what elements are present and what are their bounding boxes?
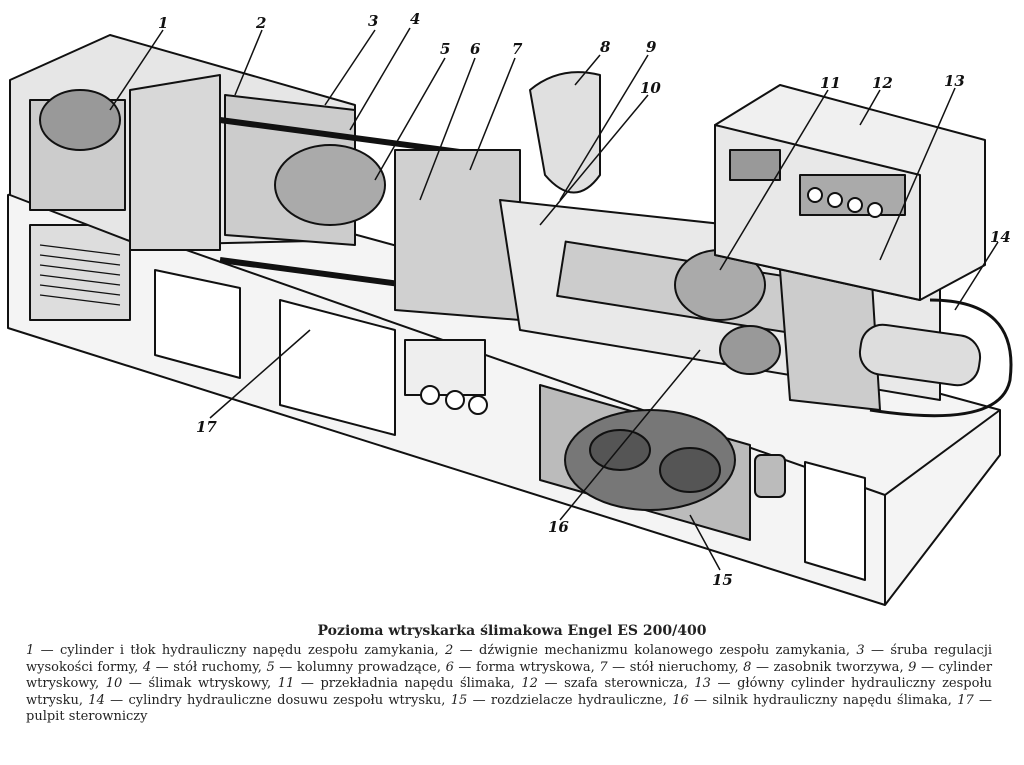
machine-drawing: 1 2 3 4 5 6 7 8 9 10 11 12 13 14 15 16 1… — [7, 10, 1013, 606]
oil-filter — [754, 454, 786, 498]
legend-text: zasobnik tworzywa — [773, 659, 900, 675]
legend-num: 2 — [445, 643, 454, 658]
legend-num: 3 — [856, 643, 865, 658]
callout-3: 3 — [368, 12, 378, 30]
caption-title: Pozioma wtryskarka ślimakowa Engel ES 20… — [317, 623, 707, 639]
legend-num: 14 — [88, 692, 105, 708]
legend-text: dźwignie mechanizmu kolanowego zespołu z… — [479, 643, 846, 658]
hopper — [529, 71, 601, 194]
legend-num: 8 — [743, 659, 752, 675]
callout-15: 15 — [712, 571, 733, 589]
base-door-3 — [804, 461, 866, 581]
legend-text: przekładnia napędu ślimaka — [320, 676, 511, 691]
legend-text: stół nieruchomy — [629, 659, 735, 675]
legend-num: 1 — [26, 643, 35, 658]
legend-num: 9 — [908, 659, 917, 675]
callout-13: 13 — [944, 72, 965, 90]
legend-num: 16 — [672, 692, 689, 708]
control-panel — [404, 339, 486, 396]
callout-16: 16 — [548, 518, 569, 536]
callout-7: 7 — [512, 40, 523, 58]
legend-text: śruba regulacji wysokości formy — [26, 643, 993, 675]
callout-1: 1 — [158, 14, 168, 32]
legend-text: silnik hydrauliczny napędu ślimaka — [712, 692, 948, 708]
figure-caption: Pozioma wtryskarka ślimakowa Engel ES 20… — [0, 615, 1024, 765]
callout-6: 6 — [470, 40, 481, 58]
callout-11: 11 — [820, 74, 841, 92]
legend-num: 6 — [445, 659, 454, 675]
fixed-platen — [394, 149, 521, 321]
legend-num: 10 — [105, 676, 123, 691]
callout-5: 5 — [440, 40, 450, 58]
callout-10: 10 — [640, 79, 661, 97]
mold — [274, 144, 386, 226]
legend-num: 12 — [521, 676, 538, 691]
callout-2: 2 — [255, 14, 266, 32]
legend-text: pulpit sterowniczy — [26, 709, 148, 724]
legend-num: 17 — [957, 692, 974, 708]
legend-num: 11 — [277, 676, 295, 691]
callout-9: 9 — [646, 38, 657, 56]
base-door-1 — [154, 269, 241, 379]
callout-4: 4 — [410, 10, 420, 28]
callout-14: 14 — [990, 228, 1011, 246]
legend-text: szafa sterownicza — [564, 676, 684, 691]
legend-text: stół ruchomy — [173, 659, 258, 675]
legend-num: 5 — [266, 659, 275, 675]
legend-num: 15 — [450, 692, 468, 708]
legend-num: 4 — [142, 659, 152, 675]
legend-text: rozdzielacze hydrauliczne — [490, 692, 663, 708]
legend-text: ślimak wtryskowy — [148, 676, 268, 691]
machine-illustration: 1 2 3 4 5 6 7 8 9 10 11 12 13 14 15 16 1… — [7, 10, 1013, 606]
legend-text: cylindry hydrauliczne dosuwu zespołu wtr… — [128, 692, 442, 708]
callout-8: 8 — [600, 38, 611, 56]
legend-num: 13 — [694, 676, 711, 691]
legend-num: 7 — [599, 659, 608, 675]
legend-text: główny cylinder hydrauliczny zespołu wtr… — [26, 676, 993, 708]
legend-text: kolumny prowadzące — [296, 659, 437, 675]
callout-12: 12 — [872, 74, 893, 92]
callout-17: 17 — [196, 418, 217, 436]
base-door-2 — [279, 299, 396, 436]
base-vent-left — [29, 224, 131, 321]
legend-text: cylinder wtryskowy — [26, 659, 993, 692]
legend-text: cylinder i tłok hydrauliczny napędu zesp… — [60, 643, 435, 658]
legend-text: forma wtryskowa — [475, 659, 591, 675]
moving-platen — [129, 74, 221, 251]
caption-legend: 1 — cylinder i tłok hydrauliczny napędu … — [26, 643, 993, 724]
